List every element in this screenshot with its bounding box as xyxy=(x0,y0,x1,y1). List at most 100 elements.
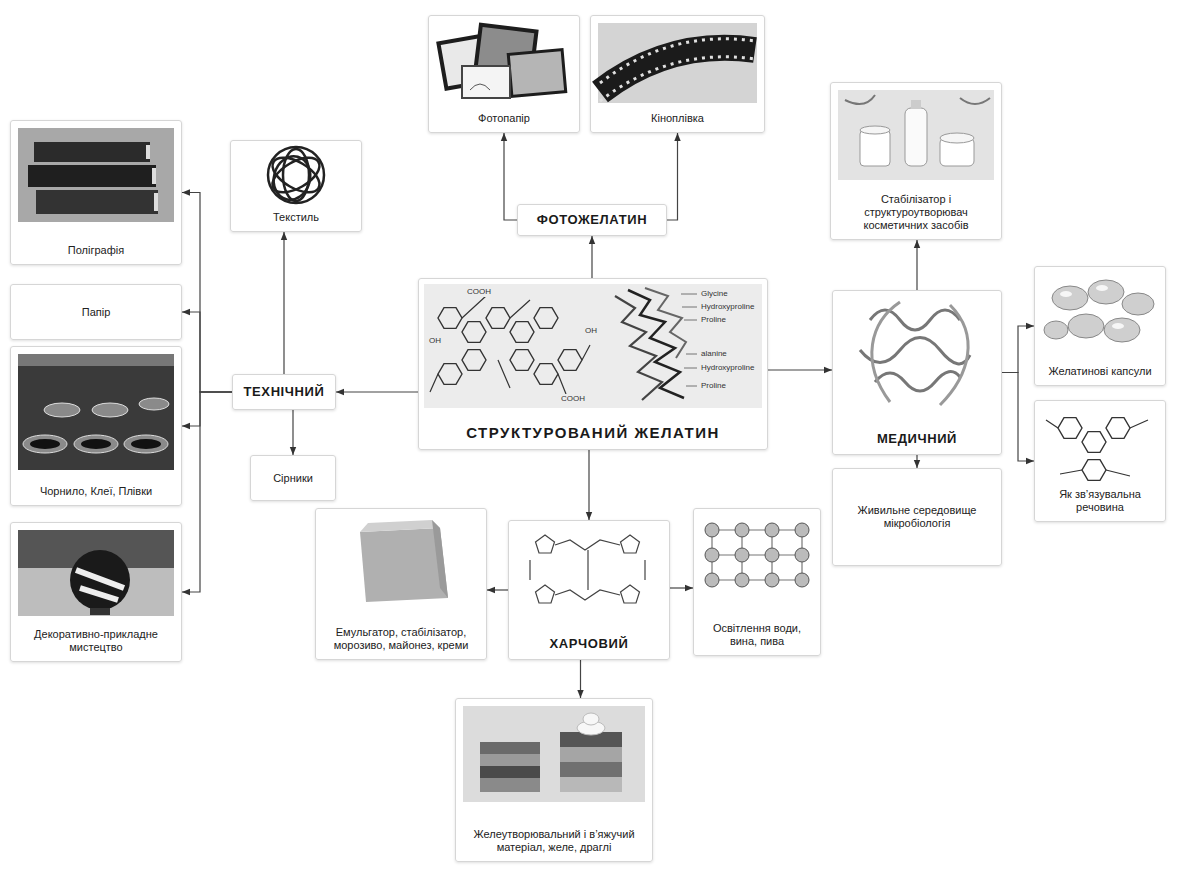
category-card: МЕДИЧНИЙ xyxy=(832,290,1002,455)
ink-picture xyxy=(18,354,174,470)
food-molecule xyxy=(530,535,645,603)
connector-arrow xyxy=(768,369,832,370)
application-box: Живильне середовище мікробіологія xyxy=(832,468,1002,566)
ring xyxy=(510,350,534,371)
chem-group-label: OH xyxy=(584,326,598,336)
atom xyxy=(765,523,779,537)
capsule-shine xyxy=(1112,323,1124,329)
category-box: ТЕХНІЧНИЙ xyxy=(232,374,336,410)
book-pages xyxy=(154,193,158,211)
film-ground xyxy=(598,23,757,103)
application-card: Желеутворювальний і в’яжучий матеріал, ж… xyxy=(455,698,653,862)
node-label: Емульгатор, стабілізатор, морозиво, майо… xyxy=(320,626,482,652)
application-box: Сірники xyxy=(250,455,336,501)
cosmetics-ground xyxy=(838,90,994,180)
application-card: Стабілізатор і структуроутворювач космет… xyxy=(830,82,1002,240)
connector-arrow xyxy=(283,232,284,374)
connector-arrow xyxy=(182,312,232,392)
jelly-picture xyxy=(463,706,645,802)
connector-arrow xyxy=(182,193,232,393)
chain xyxy=(530,540,645,600)
photo-prints xyxy=(438,25,565,98)
application-card: Кіноплівка xyxy=(590,15,765,133)
node-label: Освітлення води, вина, пива xyxy=(698,622,816,648)
protein-picture xyxy=(860,302,970,405)
book xyxy=(34,142,150,162)
jelly-ground xyxy=(463,706,645,802)
node-label: Текстиль xyxy=(273,211,319,224)
application-card: Текстиль xyxy=(230,140,362,232)
atom xyxy=(735,548,749,562)
residue-label: Hydroxyproline xyxy=(700,302,755,312)
connector-arrow xyxy=(916,240,917,290)
ring xyxy=(534,364,558,385)
film-band xyxy=(600,48,755,92)
atom xyxy=(765,573,779,587)
ink-can xyxy=(139,398,169,410)
atom xyxy=(765,548,779,562)
protein-ribbon xyxy=(872,302,900,402)
connector-arrow xyxy=(670,587,693,588)
book xyxy=(36,190,158,214)
application-card: Як зв’язувальна речовина xyxy=(1034,400,1166,522)
connector-arrow xyxy=(916,455,917,468)
ring xyxy=(621,585,640,603)
node-label: Чорнило, Клеї, Плівки xyxy=(40,485,152,498)
capsules-picture xyxy=(1044,280,1154,342)
film-holes xyxy=(600,57,755,101)
capsule xyxy=(1088,280,1124,304)
atom xyxy=(795,573,809,587)
ring xyxy=(536,585,555,603)
application-card: Освітлення води, вина, пива xyxy=(693,508,821,656)
cream xyxy=(583,713,599,725)
chem-group-label: COOH xyxy=(560,394,586,404)
node-label: ХАРЧОВИЙ xyxy=(550,636,629,652)
capsule xyxy=(1122,293,1154,315)
node-label: Фотопапір xyxy=(478,112,530,125)
binder-molecule xyxy=(1046,418,1148,481)
node-label: Стабілізатор і структуроутворювач космет… xyxy=(835,193,997,232)
node-label: ФОТОЖЕЛАТИН xyxy=(537,212,647,228)
jelly-layer xyxy=(560,777,622,792)
category-card: ХАРЧОВИЙ xyxy=(508,520,670,660)
protein-ribbon xyxy=(940,305,968,405)
helix-strand xyxy=(628,290,684,398)
atom xyxy=(705,573,719,587)
bonds xyxy=(430,296,590,394)
ring xyxy=(558,350,582,371)
protein-ribbon xyxy=(875,372,960,391)
connector-arrow xyxy=(336,391,418,392)
atom xyxy=(795,523,809,537)
film-strip xyxy=(598,23,757,103)
ring xyxy=(1082,460,1106,481)
photo-detail xyxy=(470,84,490,90)
application-card: Желатинові капсули xyxy=(1034,266,1166,386)
connector-arrow xyxy=(504,133,517,220)
atom xyxy=(705,523,719,537)
category-box: ФОТОЖЕЛАТИН xyxy=(517,204,667,236)
connector-arrow xyxy=(591,236,592,278)
ring xyxy=(486,308,510,329)
protein-ribbon xyxy=(860,338,970,364)
gelatin-cube xyxy=(360,520,448,602)
application-card: Чорнило, Клеї, Плівки xyxy=(10,346,182,506)
clarification-picture xyxy=(705,523,809,587)
connector-arrow xyxy=(182,392,232,426)
jar-lid xyxy=(860,126,890,134)
jelly-layer xyxy=(480,742,540,754)
central-box: СТРУКТУРОВАНИЙ ЖЕЛАТИН xyxy=(418,278,768,450)
sculpture-picture xyxy=(18,530,174,616)
bonds xyxy=(1046,420,1148,476)
ring xyxy=(621,535,640,553)
cube-top xyxy=(360,520,440,532)
photo-print xyxy=(508,50,565,97)
application-card: Емульгатор, стабілізатор, морозиво, майо… xyxy=(315,508,487,660)
node-label: Сірники xyxy=(273,472,313,485)
film-holes xyxy=(600,39,755,83)
node-label: Живильне середовище мікробіологія xyxy=(837,504,997,530)
pedestal xyxy=(90,608,110,615)
yarn-loop xyxy=(269,152,315,204)
lattice-bonds xyxy=(712,530,802,580)
jelly-layer xyxy=(480,766,540,778)
application-card: Фотопапір xyxy=(428,15,580,133)
